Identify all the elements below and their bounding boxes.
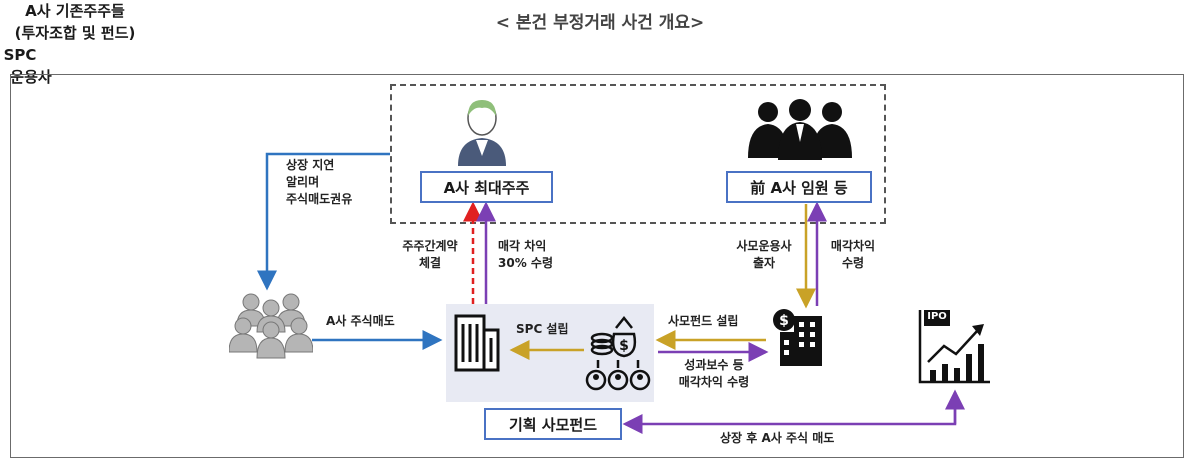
existing-shareholders-label: A사 기존주주들 (투자조합 및 펀드) xyxy=(14,2,136,42)
major-shareholder-box: A사 최대주주 xyxy=(420,171,553,203)
spc-building-icon xyxy=(454,314,500,372)
ipo-icon-text: IPO xyxy=(927,311,947,322)
spc-label: SPC xyxy=(3,46,37,64)
label-post-listing-sale: 상장 후 A사 주식 매도 xyxy=(720,431,835,445)
label-performance-fee: 성과보수 등 매각차익 수령 xyxy=(678,358,750,389)
label-spc-setup: SPC 설립 xyxy=(516,322,569,336)
existing-shareholders-crowd-icon xyxy=(229,293,313,359)
executives-box: 前 A사 임원 등 xyxy=(726,171,872,203)
planned-fund-box: 기획 사모펀드 xyxy=(484,408,622,440)
executives-group-icon xyxy=(748,99,852,160)
label-pe-fund-setup: 사모펀드 설립 xyxy=(668,314,739,328)
ipo-growth-chart-icon xyxy=(918,310,990,384)
diagram-frame xyxy=(10,74,1184,458)
page-title: < 본건 부정거래 사건 개요> xyxy=(495,13,705,33)
label-sale-difference-30: 매각 차익 30% 수령 xyxy=(498,239,553,270)
svg-text:$: $ xyxy=(619,338,629,354)
svg-text:$: $ xyxy=(779,313,789,329)
label-share-sale: A사 주식매도 xyxy=(326,314,395,328)
money-bag-investors-icon: $ xyxy=(585,315,651,391)
label-shareholder-agreement: 주주간계약 체결 xyxy=(402,239,458,270)
major-shareholder-person-icon xyxy=(458,100,506,166)
label-pe-investment: 사모운용사 출자 xyxy=(736,239,792,270)
label-delay-listing: 상장 지연 알리며 주식매도권유 xyxy=(286,158,353,206)
label-sale-difference: 매각차익 수령 xyxy=(830,239,876,270)
asset-manager-label: 운용사 xyxy=(10,68,52,86)
arrow-delay-listing xyxy=(257,152,390,291)
insider-group-dashed-box xyxy=(390,84,886,224)
asset-manager-building-icon: $ xyxy=(773,309,822,366)
arrow-post-listing-sale xyxy=(622,392,957,434)
